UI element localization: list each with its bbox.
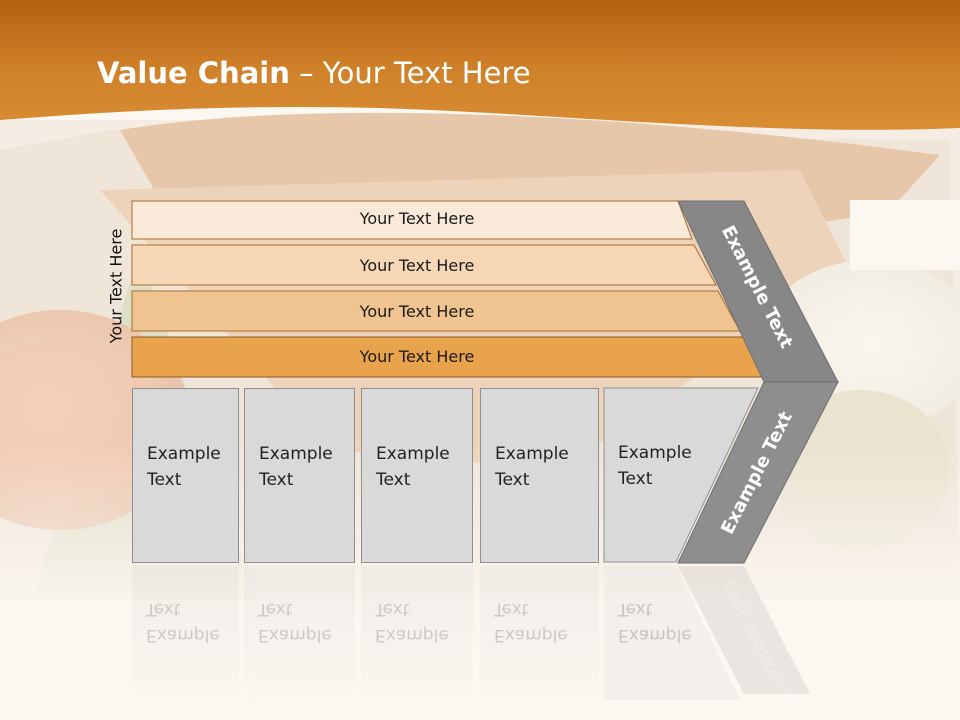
title-bold: Value Chain: [97, 56, 290, 90]
box-text-line2: Text: [618, 469, 653, 489]
box-text-line2: Text: [376, 470, 411, 490]
box-text-line1: Example: [259, 444, 333, 464]
box-text-line2: Text: [495, 470, 530, 490]
side-label: Your Text Here: [106, 228, 126, 344]
activity-box-5: Example Text: [604, 388, 714, 563]
activity-box-3: Example Text: [361, 388, 473, 563]
activity-box-4: Example Text: [480, 388, 599, 563]
bar-label-2: Your Text Here: [359, 256, 475, 275]
bar-label-3: Your Text Here: [359, 302, 475, 321]
bar-label-1: Your Text Here: [359, 209, 475, 228]
box-reflection-4: Example Text: [480, 566, 599, 706]
box-text-line2: Text: [259, 470, 294, 490]
box-reflection-5: Example Text: [618, 599, 692, 645]
bar-label-4: Your Text Here: [359, 347, 475, 366]
box-reflection-2: Example Text: [244, 566, 355, 706]
box-text-line2: Text: [147, 470, 182, 490]
box-reflection-1: Example Text: [132, 566, 239, 706]
box-text-line1: Example: [618, 443, 692, 463]
activity-box-1: Example Text: [132, 388, 239, 563]
activity-box-2: Example Text: [244, 388, 355, 563]
box-text-line1: Example: [495, 444, 569, 464]
box-text-line1: Example: [147, 444, 221, 464]
slide-title: Value Chain – Your Text Here: [97, 56, 531, 90]
title-rest: – Your Text Here: [289, 56, 531, 90]
box-reflection-3: Example Text: [361, 566, 473, 706]
box-text-line1: Example: [376, 444, 450, 464]
